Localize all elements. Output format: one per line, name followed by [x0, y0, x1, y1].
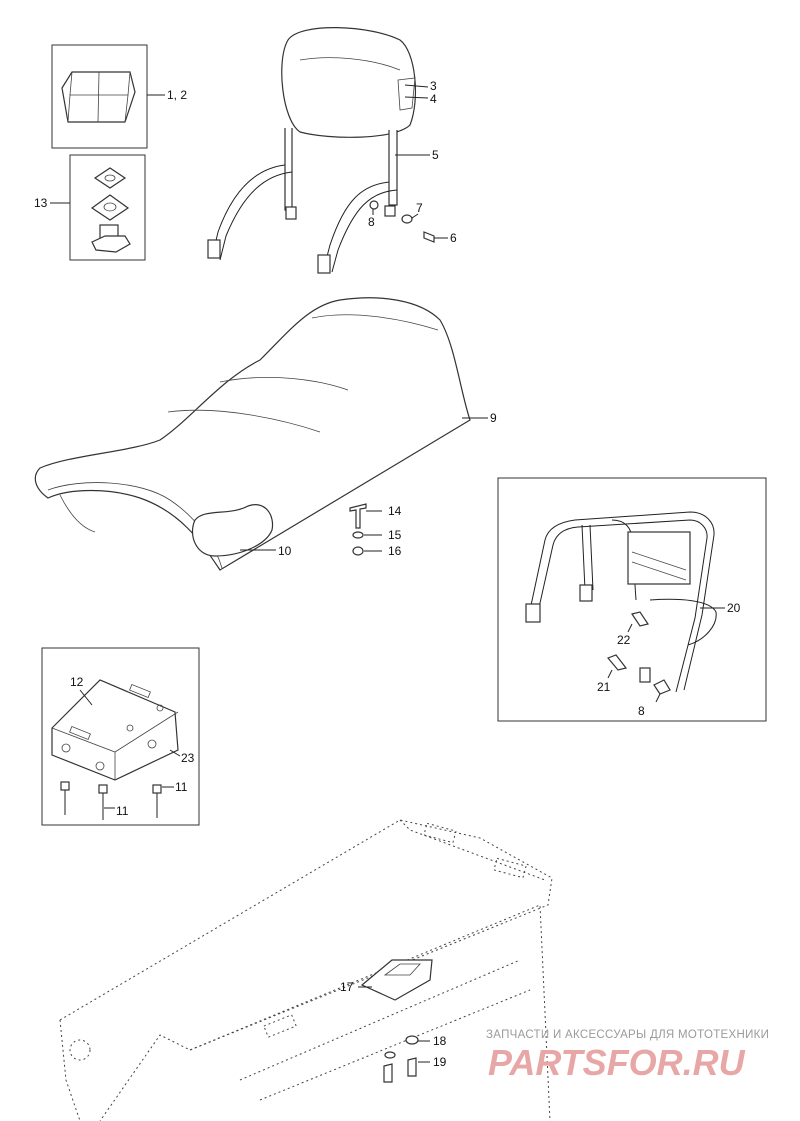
label-15: 15 — [388, 528, 402, 542]
label-6: 6 — [450, 231, 457, 245]
label-14: 14 — [388, 504, 402, 518]
label-3: 3 — [430, 79, 437, 93]
label-11-left: 11 — [116, 804, 129, 818]
label-8-rack: 8 — [638, 704, 645, 718]
seat-fasteners — [349, 503, 382, 556]
bracket-rivets — [60, 781, 162, 820]
tunnel-bracket-part — [358, 959, 433, 1001]
label-21: 21 — [597, 680, 611, 694]
part-box-bracket — [41, 647, 200, 826]
label-17: 17 — [340, 980, 354, 994]
label-5: 5 — [432, 148, 439, 162]
label-22: 22 — [617, 633, 631, 647]
watermark-tagline: ЗАПЧАСТИ И АКСЕССУАРЫ ДЛЯ МОТОТЕХНИКИ — [486, 1029, 769, 1041]
part-box-1-2 — [51, 44, 165, 149]
storage-bag-part — [61, 71, 136, 123]
tunnel-hardware — [383, 1035, 430, 1083]
mount-plate-part — [90, 167, 131, 253]
label-16: 16 — [388, 544, 402, 558]
label-23: 23 — [181, 751, 195, 765]
label-19: 19 — [433, 1055, 447, 1069]
label-4: 4 — [430, 92, 437, 106]
rack-hardware — [606, 611, 671, 703]
seat-foam-pad — [191, 504, 274, 557]
label-12: 12 — [70, 675, 84, 689]
seat-assembly — [34, 297, 488, 571]
watermark: ЗАПЧАСТИ И АКСЕССУАРЫ ДЛЯ МОТОТЕХНИКИ PA… — [486, 1029, 769, 1083]
label-13: 13 — [34, 196, 48, 210]
label-10: 10 — [278, 544, 292, 558]
label-8-top: 8 — [368, 215, 375, 229]
label-20: 20 — [727, 601, 741, 615]
part-box-rack — [497, 477, 767, 722]
backrest-assembly — [207, 27, 430, 274]
seat-body — [34, 297, 471, 571]
label-9: 9 — [490, 411, 497, 425]
luggage-rack-part — [525, 511, 725, 693]
backrest-pad — [281, 27, 417, 138]
label-11-right: 11 — [175, 780, 188, 794]
label-7: 7 — [416, 201, 423, 215]
seat-bracket-part — [51, 679, 179, 781]
tunnel-frame — [59, 819, 553, 1121]
label-1-2: 1, 2 — [167, 88, 187, 102]
part-box-13 — [50, 154, 146, 261]
watermark-logo: PARTSFOR.RU — [488, 1042, 746, 1083]
label-18: 18 — [433, 1034, 447, 1048]
backrest-hardware — [369, 200, 448, 243]
